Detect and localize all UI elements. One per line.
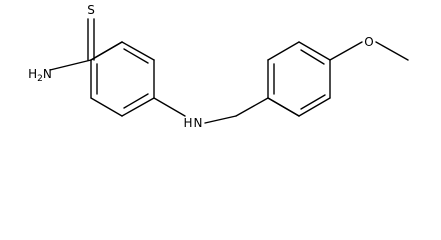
bond-o-ch3	[375, 41, 409, 61]
nh-n-label: N	[194, 116, 203, 130]
ring2-bond-1	[298, 97, 331, 117]
amine-n-label: N	[43, 67, 52, 81]
bond-c-nh2	[49, 59, 92, 71]
ring2-bond-4	[267, 41, 300, 61]
nh-h-label: H	[183, 116, 192, 130]
ring1-bond-6	[90, 41, 123, 61]
amine-h-label: H	[28, 67, 37, 81]
molecule-canvas: S H2N N H O	[28, 3, 409, 130]
oxygen-atom-label: O	[364, 35, 373, 49]
ring1-bond-3	[121, 97, 155, 117]
amine-subscript-label: 2	[37, 74, 43, 84]
amine-nh2-label: H2N	[28, 67, 52, 84]
sulfur-atom-label: S	[87, 3, 95, 17]
bond-ring2-o	[329, 41, 363, 61]
ring1-bond-1	[121, 41, 155, 61]
ring1-double-2	[123, 93, 149, 109]
ring2-double-2	[300, 49, 325, 65]
bond-nh-ch2	[204, 115, 237, 124]
ring1-double-1	[123, 48, 149, 64]
ring2-double-1	[300, 94, 326, 110]
bond-ring1-nh	[153, 97, 186, 117]
ring1-bond-4	[90, 97, 123, 117]
structure-diagram: S H2N N H O	[28, 3, 409, 130]
ring2-bond-6	[267, 97, 300, 117]
ring2-bond-3	[298, 41, 331, 61]
bond-ch2-ch2	[235, 97, 269, 117]
